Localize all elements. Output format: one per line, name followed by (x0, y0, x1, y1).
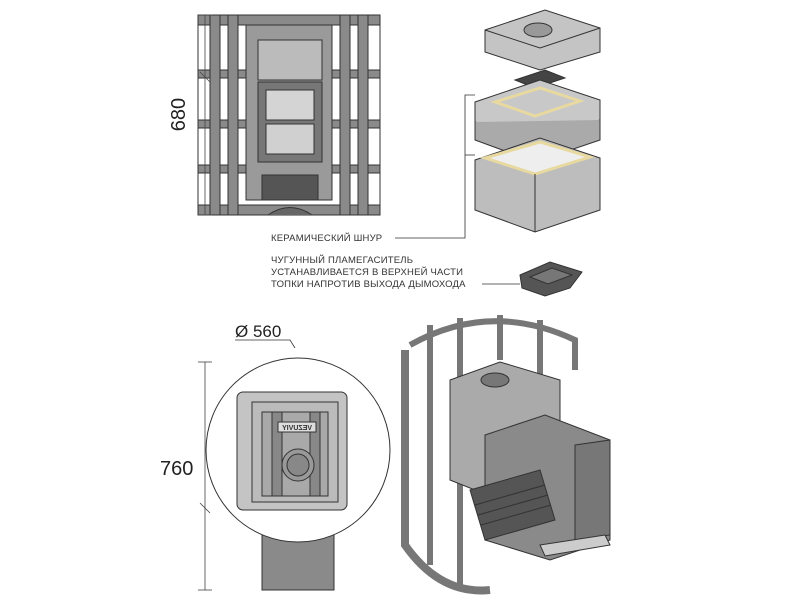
dimension-line-680 (198, 14, 212, 216)
isometric-view (401, 315, 611, 595)
front-view (197, 14, 381, 216)
flame-damper (519, 261, 583, 297)
flame-damper-label-1: ЧУГУННЫЙ ПЛАМЕГАСИТЕЛЬ (271, 255, 414, 266)
flame-damper-label-3: ТОПКИ НАПРОТИВ ВЫХОДА ДЫМОХОДА (271, 279, 466, 290)
dimension-diameter: Ø 560 (235, 322, 282, 341)
exploded-view (474, 9, 601, 233)
brand-logo: VEZUVIY (282, 425, 312, 432)
ceramic-cord-label: КЕРАМИЧЕСКИЙ ШНУР (271, 233, 383, 244)
dimension-680: 680 (168, 97, 191, 132)
top-view: VEZUVIY (205, 357, 391, 591)
dimension-line-760 (198, 361, 212, 591)
flame-damper-label-2: УСТАНАВЛИВАЕТСЯ В ВЕРХНЕЙ ЧАСТИ (271, 267, 464, 278)
dimension-760: 760 (160, 458, 194, 480)
leader-lines (235, 94, 520, 349)
